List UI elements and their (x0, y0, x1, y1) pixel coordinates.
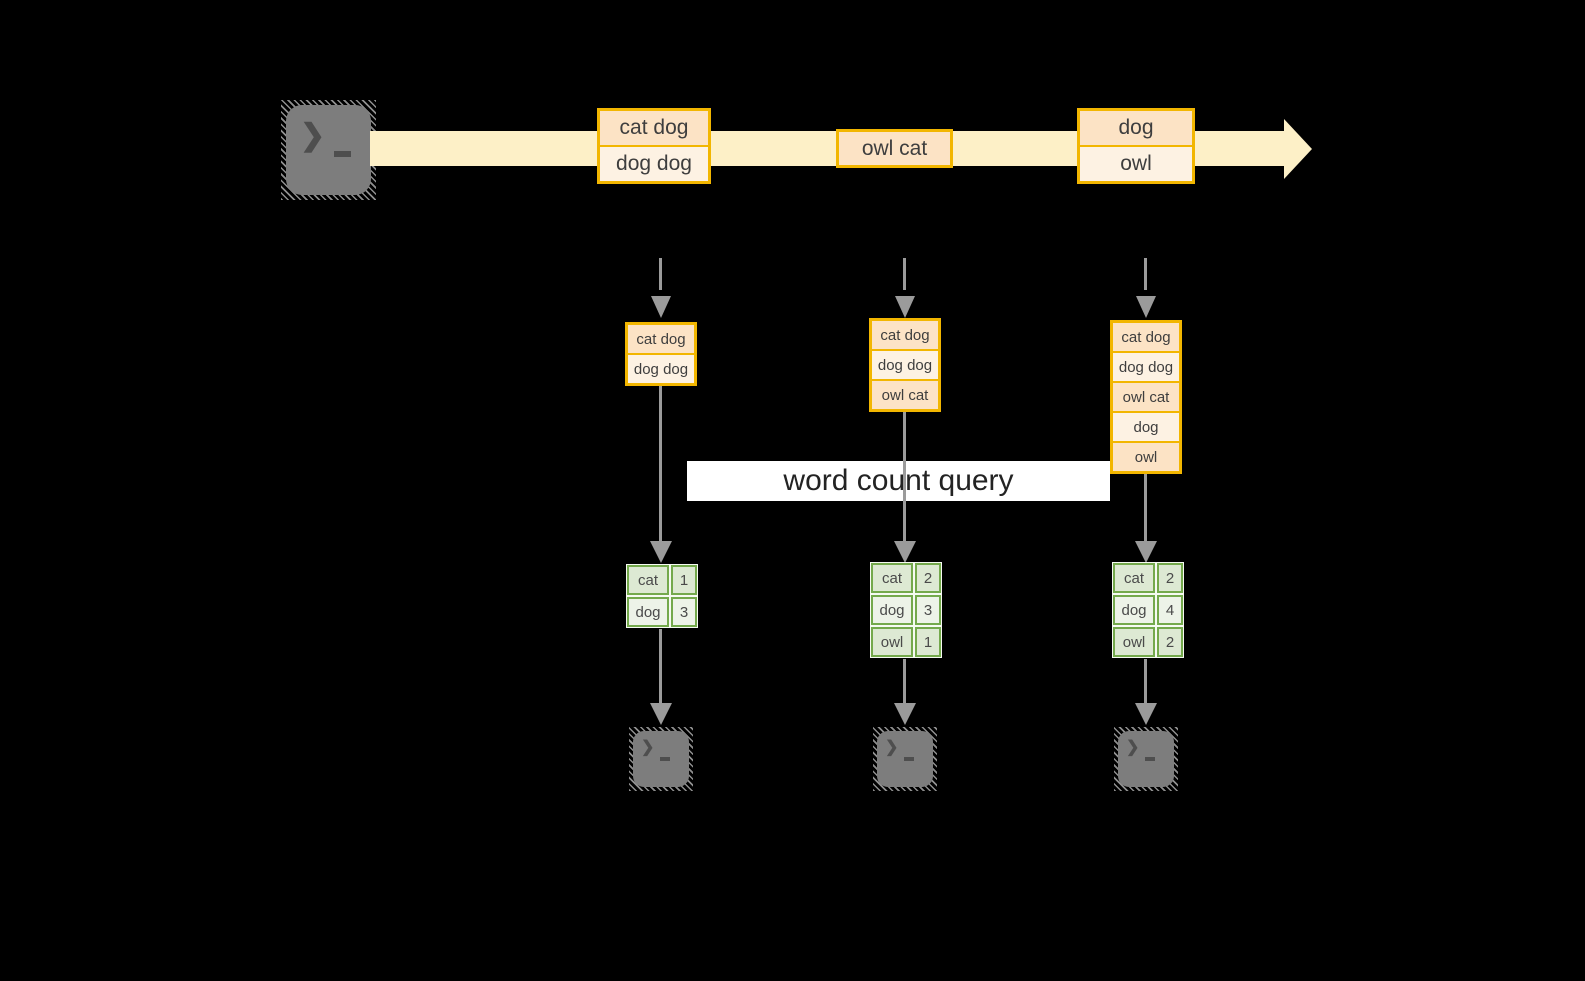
query-arrowhead-icon (894, 541, 916, 563)
batch-box-2: cat dog dog dog owl cat (869, 318, 941, 412)
prompt-cursor-icon (660, 757, 670, 761)
result-terminal-icon-3: ❯ (1114, 727, 1178, 791)
query-arrow (1144, 474, 1147, 543)
terminal-screen: ❯ (633, 731, 689, 787)
prompt-cursor-icon (334, 151, 351, 157)
dashed-arrowhead-icon (651, 296, 671, 318)
prompt-chevron-icon: ❯ (885, 739, 899, 756)
dashed-arrow (1144, 258, 1147, 290)
output-arrowhead-icon (650, 703, 672, 725)
batch-row: dog (1113, 413, 1179, 441)
word-cell: dog (627, 597, 669, 627)
batch-row: owl cat (872, 381, 938, 409)
output-arrow (659, 629, 662, 703)
count-cell: 2 (1157, 563, 1183, 593)
stream-arrowhead-icon (1284, 119, 1312, 179)
batch-row: cat dog (628, 325, 694, 353)
terminal-screen: ❯ (286, 105, 371, 195)
result-terminal-icon-1: ❯ (629, 727, 693, 791)
output-arrowhead-icon (894, 703, 916, 725)
result-terminal-icon-2: ❯ (873, 727, 937, 791)
event-row: dog (1080, 111, 1192, 145)
batch-row: cat dog (872, 321, 938, 349)
word-cell: owl (871, 627, 913, 657)
prompt-chevron-icon: ❯ (300, 119, 326, 152)
word-cell: cat (871, 563, 913, 593)
word-count-table-2: cat 2 dog 3 owl 1 (870, 562, 942, 658)
event-row: owl (1080, 147, 1192, 181)
word-cell: cat (1113, 563, 1155, 593)
prompt-chevron-icon: ❯ (1126, 739, 1140, 756)
terminal-screen: ❯ (877, 731, 933, 787)
event-row: dog dog (600, 147, 708, 181)
output-arrowhead-icon (1135, 703, 1157, 725)
batch-row: owl cat (1113, 383, 1179, 411)
batch-row: dog dog (872, 351, 938, 379)
query-arrowhead-icon (1135, 541, 1157, 563)
event-row: cat dog (600, 111, 708, 145)
batch-row: dog dog (628, 355, 694, 383)
prompt-cursor-icon (1145, 757, 1155, 761)
word-cell: cat (627, 565, 669, 595)
output-arrow (903, 659, 906, 703)
query-label: word count query (687, 461, 1110, 501)
batch-box-1: cat dog dog dog (625, 322, 697, 386)
query-arrow (659, 386, 662, 543)
source-terminal-icon: ❯ (281, 100, 376, 200)
word-cell: dog (1113, 595, 1155, 625)
count-cell: 2 (1157, 627, 1183, 657)
stream-event-box-3: dog owl (1077, 108, 1195, 184)
batch-row: dog dog (1113, 353, 1179, 381)
prompt-chevron-icon: ❯ (641, 739, 655, 756)
batch-row: cat dog (1113, 323, 1179, 351)
count-cell: 1 (671, 565, 697, 595)
batch-row: owl (1113, 443, 1179, 471)
count-cell: 4 (1157, 595, 1183, 625)
query-arrow (903, 412, 906, 543)
word-count-table-1: cat 1 dog 3 (626, 564, 698, 628)
word-count-table-3: cat 2 dog 4 owl 2 (1112, 562, 1184, 658)
query-arrowhead-icon (650, 541, 672, 563)
prompt-cursor-icon (904, 757, 914, 761)
count-cell: 3 (671, 597, 697, 627)
dashed-arrowhead-icon (1136, 296, 1156, 318)
event-row: owl cat (839, 132, 950, 165)
count-cell: 2 (915, 563, 941, 593)
stream-event-box-2: owl cat (836, 129, 953, 168)
word-cell: dog (871, 595, 913, 625)
terminal-screen: ❯ (1118, 731, 1174, 787)
dashed-arrow (903, 258, 906, 290)
dashed-arrowhead-icon (895, 296, 915, 318)
word-cell: owl (1113, 627, 1155, 657)
dashed-arrow (659, 258, 662, 290)
count-cell: 3 (915, 595, 941, 625)
stream-event-box-1: cat dog dog dog (597, 108, 711, 184)
output-arrow (1144, 659, 1147, 703)
count-cell: 1 (915, 627, 941, 657)
batch-box-3: cat dog dog dog owl cat dog owl (1110, 320, 1182, 474)
